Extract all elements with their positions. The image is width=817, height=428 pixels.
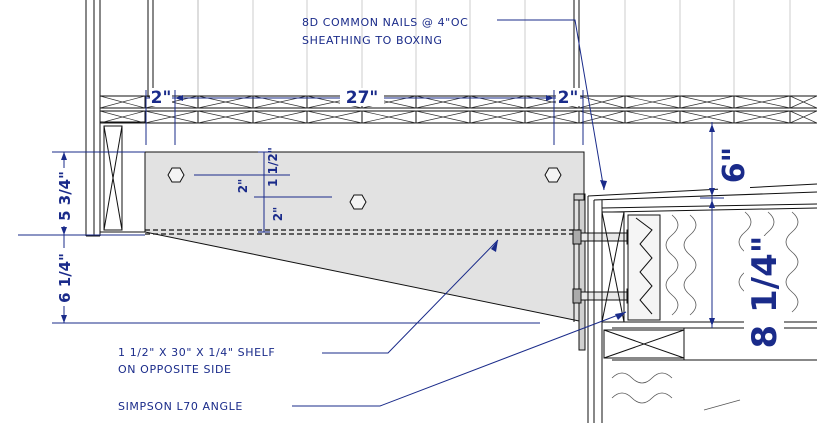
joist-brace (624, 95, 681, 109)
ceiling-studs (147, 0, 791, 96)
dim-top-right: 2" (558, 88, 579, 108)
dim-right-lower: 8 1/4" (745, 236, 785, 349)
annotations: 8D COMMON NAILS @ 4"OC SHEATHING TO BOXI… (118, 16, 627, 413)
note-nails-line1: 8D COMMON NAILS @ 4"OC (302, 16, 468, 29)
joist-brace (578, 110, 626, 124)
left-dimensions: 5 3/4" 6 1/4" (18, 151, 540, 324)
simpson-angle (572, 193, 636, 351)
right-dimensions: 6" 8 1/4" (700, 122, 785, 348)
dim-plate-2: 2" (236, 179, 250, 194)
note-shelf-line2: ON OPPOSITE SIDE (118, 363, 232, 376)
bolt-hole-1 (167, 167, 185, 183)
joist-brace (197, 110, 254, 124)
dim-left-lower: 6 1/4" (56, 253, 74, 303)
dim-left-upper: 5 3/4" (56, 171, 74, 221)
joist-brace (733, 110, 791, 124)
joist-brace (679, 95, 735, 109)
bolt-hole-3 (349, 194, 367, 210)
right-wall (587, 183, 817, 423)
joist-brace (99, 95, 146, 109)
joist-brace (144, 110, 199, 124)
joist-brace (306, 110, 363, 124)
note-shelf-line1: 1 1/2" X 30" X 1/4" SHELF (118, 346, 275, 359)
joist-brace (789, 95, 817, 109)
dim-plate-1: 1 1/2" (266, 147, 280, 187)
joist-brace (252, 110, 308, 124)
dim-top-mid: 27" (346, 88, 379, 108)
bolt-upper (574, 232, 632, 242)
joist-brace (469, 110, 526, 124)
joist-brace (524, 110, 580, 124)
bolt-hole-2 (544, 167, 562, 183)
plate-dimensions: 1 1/2" 2" 2" (194, 147, 332, 233)
joist-brace (789, 110, 817, 124)
joist-brace (361, 110, 417, 124)
note-angle: SIMPSON L70 ANGLE (118, 400, 243, 413)
joist-brace (99, 110, 146, 124)
joist-brace (415, 110, 471, 124)
joist-brace (679, 110, 735, 124)
dim-right-upper: 6" (717, 147, 752, 184)
joist-brace (624, 110, 681, 124)
note-nails-line2: SHEATHING TO BOXING (302, 34, 442, 47)
dim-plate-3: 2" (271, 207, 285, 222)
steel-plate (144, 151, 585, 323)
joist-band (99, 95, 817, 124)
left-wall (85, 0, 145, 237)
joist-brace (578, 95, 626, 109)
bolt-lower (574, 291, 632, 301)
dim-top-left: 2" (151, 88, 172, 108)
joist-brace (733, 95, 791, 109)
top-dimension: 2" 27" 2" (145, 88, 584, 145)
